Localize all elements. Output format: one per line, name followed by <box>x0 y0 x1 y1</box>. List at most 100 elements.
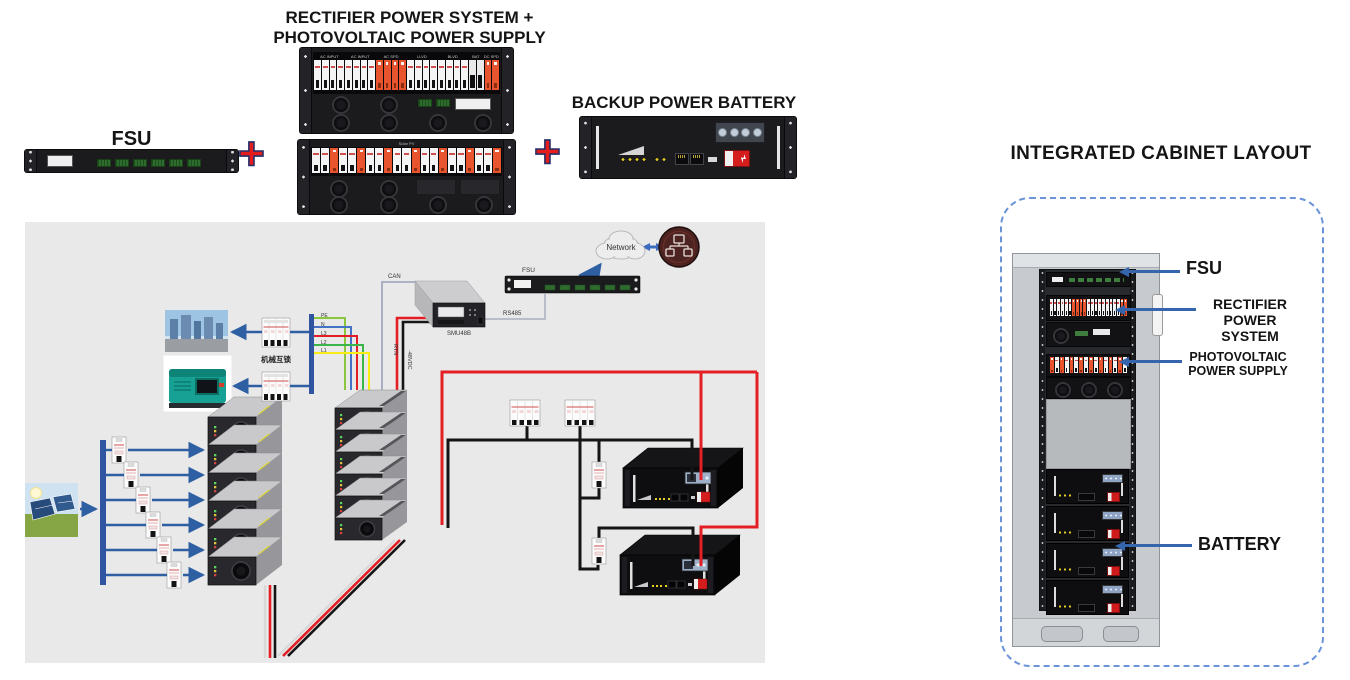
battery-side-bar <box>777 126 780 169</box>
battery-positive-wire <box>440 370 759 566</box>
reset-button <box>708 157 717 162</box>
pv-breaker-strip <box>311 147 502 176</box>
fsu-terminal-blocks <box>97 159 201 167</box>
breaker-cell <box>1102 299 1105 316</box>
blank-bay <box>416 179 457 196</box>
section-label: AC INPUT <box>350 54 370 59</box>
cabinet-top-panel <box>1013 254 1159 268</box>
fan-icon <box>1055 382 1071 398</box>
cabinet-battery-unit <box>1046 543 1129 578</box>
solar-pv-label: Solar PV <box>398 141 415 146</box>
wire-label-l3: L3 <box>321 331 327 337</box>
breaker-cell <box>429 148 438 173</box>
rectifier-label-line2: POWER SYSTEM <box>1221 312 1279 345</box>
breaker-row <box>1050 299 1128 316</box>
fan-icon <box>331 113 350 132</box>
pv-callout-arrow <box>1119 356 1182 367</box>
fsu-callout-arrow <box>1119 266 1180 277</box>
rs485-label: RS485 <box>503 311 522 317</box>
breaker-cell <box>1053 299 1057 316</box>
smu-controller <box>414 280 486 328</box>
section-label: BLVD <box>447 54 458 59</box>
rectifier-title-line2: PHOTOVOLTAIC POWER SUPPLY <box>273 28 546 48</box>
wire-label-pe: PE <box>321 313 328 319</box>
rack-rail <box>1040 270 1045 610</box>
breaker-cell <box>438 60 445 90</box>
breaker-cell <box>376 60 383 90</box>
pv-rack-unit: Solar PV <box>298 140 515 215</box>
breaker-row <box>1050 357 1127 373</box>
breaker-cell <box>337 60 344 90</box>
breaker-cell <box>1074 357 1079 373</box>
battery-negative-wire <box>446 426 695 571</box>
cabinet-rectifier-label: RECTIFIER POWER SYSTEM <box>1198 296 1302 344</box>
pv-label-line2: POWER SUPPLY <box>1188 364 1288 379</box>
cabinet-battery-label: BATTERY <box>1198 534 1281 554</box>
breaker-cell <box>1098 357 1103 373</box>
breaker-cell <box>368 60 375 90</box>
cabinet-rectifier-breakers <box>1046 295 1131 321</box>
breaker-cell <box>391 60 399 90</box>
cabinet-rectifier-controller <box>1046 322 1131 347</box>
rack-ear <box>298 140 310 214</box>
breaker-cell <box>339 148 348 173</box>
breaker-cell <box>1064 357 1069 373</box>
breaker-cell <box>321 148 330 173</box>
cabinet-handle <box>1152 294 1163 336</box>
cabinet-blank-panel <box>1046 399 1131 469</box>
rectifier-module-bay <box>313 95 500 132</box>
can-label: CAN <box>388 274 401 280</box>
section-label: DC SPD <box>483 54 499 59</box>
breaker-cell <box>1059 357 1064 373</box>
dc48-label: -48VDC <box>406 350 412 370</box>
fan-icon <box>380 96 399 115</box>
fsu-display <box>1052 277 1063 282</box>
rack-ear <box>501 48 513 133</box>
breaker-cell <box>1072 299 1076 316</box>
breaker-cell <box>1054 357 1059 373</box>
rack-ear <box>503 140 515 214</box>
fsu-display <box>47 155 73 167</box>
breaker-cell <box>476 60 484 90</box>
cabinet-base <box>1013 618 1159 646</box>
breaker-cell <box>1089 357 1093 373</box>
wire-label-l2: L2 <box>321 340 327 346</box>
breaker-cell <box>407 60 414 90</box>
power-grid-photo <box>165 310 228 352</box>
cabinet <box>1012 253 1163 647</box>
section-label: AC SPD <box>383 54 399 59</box>
fan-icon <box>331 96 350 115</box>
rtn-wire <box>395 316 433 392</box>
cabinet-pv-label: PHOTOVOLTAIC POWER SUPPLY <box>1183 350 1293 379</box>
breaker-cell <box>1113 357 1118 373</box>
pv-module-stack <box>207 396 283 586</box>
pv-label-line1: PHOTOVOLTAIC <box>1189 350 1287 364</box>
breaker-cell <box>1084 357 1088 373</box>
ethernet-port-icon <box>675 153 689 165</box>
rack-rail <box>1130 270 1135 610</box>
breaker-cell <box>360 60 368 90</box>
cabinet-fsu-label: FSU <box>1186 258 1222 278</box>
fan-icon <box>330 179 349 198</box>
breaker-cell <box>1079 357 1084 373</box>
system-wiring-diagram: Network FSU SMU48B CAN RS485 <box>25 222 765 663</box>
breaker-cell <box>1103 357 1108 373</box>
breaker-cell <box>383 60 391 90</box>
breaker-cell <box>469 60 476 90</box>
rack-ear <box>580 117 592 178</box>
wire-label-n: N <box>321 322 325 328</box>
breaker-cell <box>484 60 492 90</box>
breaker-cell <box>314 60 321 90</box>
cabinet-rack-window <box>1039 269 1136 615</box>
fan-icon <box>1107 382 1123 398</box>
section-label: LLVD <box>417 54 427 59</box>
breaker-cell <box>1061 299 1064 316</box>
rectifier-label-line1: RECTIFIER <box>1213 296 1287 312</box>
breaker-cell <box>447 148 456 173</box>
fan-icon <box>380 113 399 132</box>
fan-icon <box>473 113 492 132</box>
backup-battery-box <box>619 534 741 596</box>
breaker-cell <box>1090 299 1094 316</box>
fan-icon <box>330 196 349 215</box>
